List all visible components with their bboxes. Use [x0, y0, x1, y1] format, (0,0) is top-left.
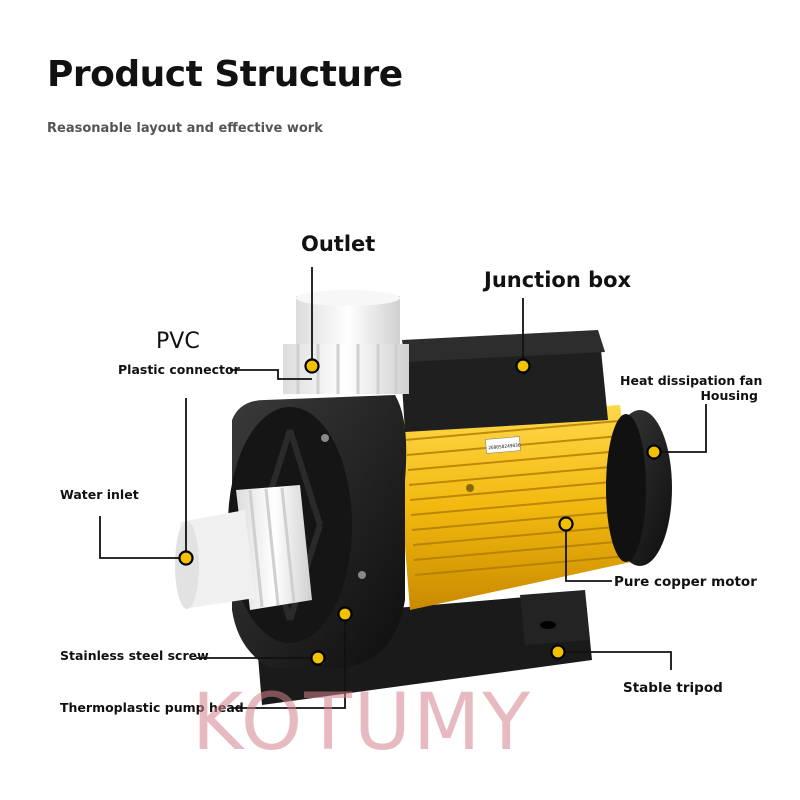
marker-water-inlet	[178, 550, 194, 566]
marker-motor	[558, 516, 574, 532]
leader-pvc	[230, 369, 312, 380]
pump-screw-2	[358, 571, 366, 579]
label-heat-fan-line2: Housing	[700, 388, 758, 403]
inlet-pipe	[180, 510, 255, 608]
junction-box-body	[400, 340, 608, 432]
leader-tripod	[558, 651, 672, 670]
leader-lines	[99, 267, 707, 709]
motor-body	[395, 405, 640, 610]
label-stable-tripod: Stable tripod	[623, 680, 723, 696]
pump-screw-1	[321, 434, 329, 442]
watermark-text: KOTUMY	[192, 678, 532, 768]
label-junction-box: Junction box	[484, 268, 632, 292]
inlet-nut-ridges	[248, 487, 296, 608]
label-stainless-screw: Stainless steel screw	[60, 648, 209, 663]
motor-screw	[466, 484, 474, 492]
base-foot-right	[520, 590, 590, 645]
page-subtitle: Reasonable layout and effective work	[47, 121, 323, 136]
label-heat-fan: Heat dissipation fan Housing	[620, 373, 763, 403]
marker-outlet	[304, 358, 320, 374]
leader-pump-head	[230, 614, 346, 709]
leader-heat-fan	[654, 404, 707, 453]
label-pvc: PVC	[156, 329, 200, 354]
nameplate-text: 260050249036	[488, 442, 521, 451]
label-copper-motor: Pure copper motor	[614, 574, 757, 590]
marker-heat-fan	[646, 444, 662, 460]
base-hole	[540, 621, 556, 629]
marker-dots	[178, 358, 662, 666]
fan-housing-rim	[606, 414, 646, 562]
marker-tripod	[550, 644, 566, 660]
marker-junction	[515, 358, 531, 374]
label-plastic-connector: Plastic connector	[118, 362, 240, 377]
page-title: Product Structure	[47, 54, 403, 95]
inlet-nut	[236, 485, 312, 610]
outlet-pipe-top	[296, 290, 400, 306]
label-pump-head: Thermoplastic pump head	[60, 700, 244, 715]
outlet-nut	[283, 344, 409, 394]
label-outlet: Outlet	[301, 232, 376, 256]
label-water-inlet: Water inlet	[60, 487, 139, 502]
leader-motor	[565, 524, 612, 582]
nameplate	[485, 436, 521, 454]
junction-box-lid	[402, 330, 605, 362]
marker-pump-head	[337, 606, 353, 622]
marker-screw	[310, 650, 326, 666]
leader-water-inlet-2	[99, 516, 186, 559]
label-heat-fan-line1: Heat dissipation fan	[620, 373, 763, 388]
